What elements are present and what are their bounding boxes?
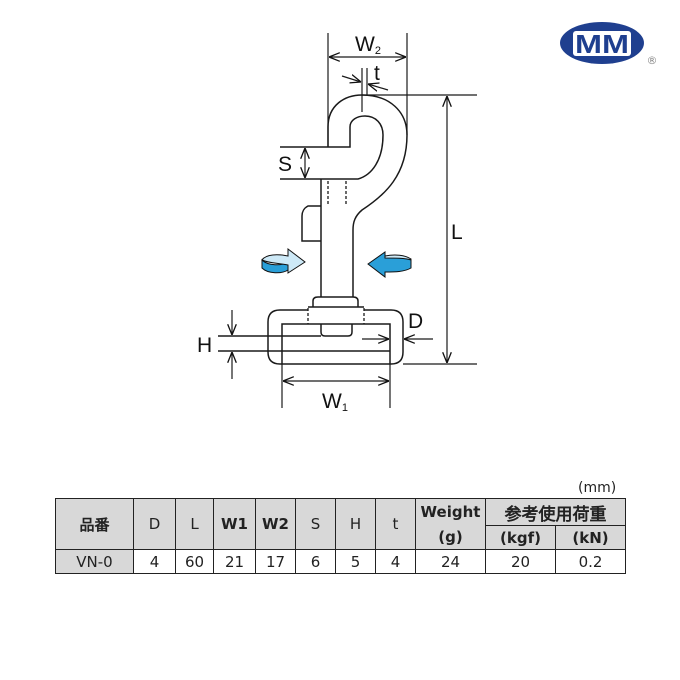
header-load-kn: (kN): [555, 525, 626, 550]
cell-h: 5: [335, 549, 376, 574]
cell-s: 6: [295, 549, 336, 574]
label-w1: W1: [322, 390, 348, 414]
cell-d: 4: [133, 549, 176, 574]
brand-logo: MM ®: [560, 22, 658, 67]
header-w2: W2: [255, 498, 296, 550]
rotation-arrow-left-icon: [261, 247, 306, 274]
cell-weight: 24: [415, 549, 486, 574]
cell-w2: 17: [255, 549, 296, 574]
header-h: H: [335, 498, 376, 550]
unit-label: (mm): [578, 480, 617, 496]
logo-text: MM: [575, 29, 629, 59]
label-s: S: [278, 153, 292, 176]
header-load-kgf: (kgf): [485, 525, 556, 550]
header-d: D: [133, 498, 176, 550]
header-l: L: [175, 498, 214, 550]
label-w2: W2: [355, 33, 381, 57]
cell-w1: 21: [213, 549, 256, 574]
cell-part-no: VN-0: [55, 549, 134, 574]
header-w1: W1: [213, 498, 256, 550]
header-part-no: 品番: [55, 498, 134, 550]
label-d: D: [408, 310, 423, 333]
label-h: H: [197, 334, 212, 357]
header-t: t: [375, 498, 416, 550]
header-weight-unit: (g): [415, 525, 486, 550]
cell-t: 4: [375, 549, 416, 574]
dimension-lines: [232, 33, 477, 408]
table-row: VN-0 4 60 21 17 6 5 4 24 20 0.2: [55, 549, 626, 574]
label-t: t: [374, 62, 380, 85]
cell-kgf: 20: [485, 549, 556, 574]
spec-table: 品番 D L W1 W2 S H t Weight 参考使用荷重 (g) (kg…: [55, 498, 626, 574]
rotation-arrow-right-icon: [367, 251, 412, 279]
header-load: 参考使用荷重: [485, 498, 626, 526]
header-weight: Weight: [415, 498, 486, 526]
cell-l: 60: [175, 549, 214, 574]
label-l: L: [451, 221, 463, 244]
registered-mark: ®: [647, 54, 658, 67]
header-s: S: [295, 498, 336, 550]
hook-outline: [218, 94, 408, 365]
cell-kn: 0.2: [555, 549, 626, 574]
